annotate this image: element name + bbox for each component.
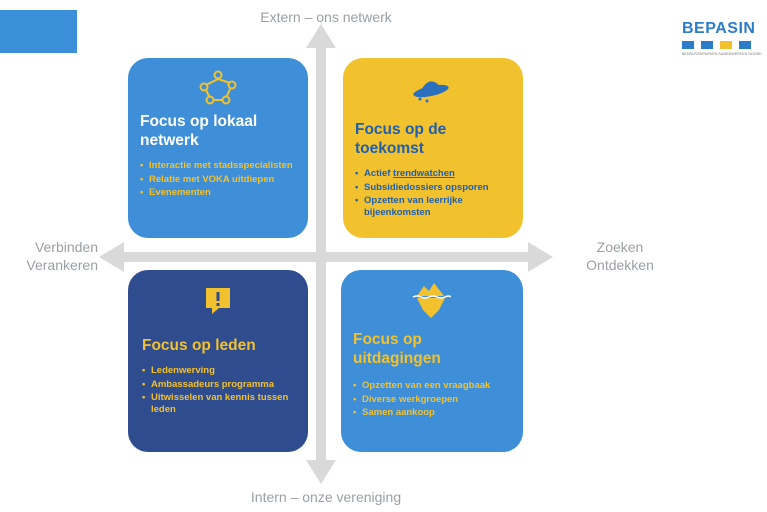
axis-label-left: Verbinden Verankeren [14,238,98,274]
axis-right-line2: Ontdekken [586,257,654,273]
axis-label-top: Extern – ons netwerk [260,9,392,25]
list-item: Diverse werkgroepen [353,394,513,406]
card-title-line1: Focus op lokaal [140,113,258,130]
list-item: Interactie met stadsspecialisten [140,160,298,172]
card-focus-leden: Focus op leden Ledenwerving Ambassadeurs… [128,270,308,452]
list-item-text: Actief [364,168,391,179]
right-arrow-head [528,242,553,272]
ufo-icon [413,81,449,103]
axis-left-line2: Verankeren [26,257,98,273]
list-item: Opzetten van een vraagbaak [353,380,513,392]
list-item: Actief trendwatchen [355,168,513,180]
up-arrow-head [306,24,336,48]
list-item: Ledenwerving [142,365,298,377]
axis-left-line1: Verbinden [34,239,98,255]
card-title-line2: uitdagingen [353,350,441,367]
logo-tagline: BEDRIJVENPARKEN SAMENWERKEN NOORD [682,52,762,56]
corner-accent-block [0,10,77,53]
down-arrow-head [306,460,336,484]
list-item: Samen aankoop [353,407,513,419]
trendwatchen-link-text: trendwatchen [393,168,455,179]
list-item: Relatie met VOKA uitdiepen [140,174,298,186]
iceberg-icon [412,283,451,318]
left-arrow-head [99,242,124,272]
logo-squares [682,41,762,49]
card-title-line2: netwerk [140,132,199,149]
axis-label-right: Zoeken Ontdekken [578,238,662,274]
list-item: Ambassadeurs programma [142,379,298,391]
card-title-line2: toekomst [355,140,424,157]
list-item: Evenementen [140,187,298,199]
list-item: Subsidiedossiers opsporen [355,182,513,194]
list-item: Opzetten van leerrijke bijeenkomsten [355,195,513,218]
axis-label-bottom: Intern – onze vereniging [250,489,402,505]
card-title-line1: Focus op [353,331,422,348]
card-focus-lokaal-netwerk: Focus op lokaal netwerk Interactie met s… [128,58,308,238]
card-title-line1: Focus op de [355,121,447,138]
logo-text: BEPASIN [682,20,756,37]
axis-right-line1: Zoeken [596,239,644,255]
list-item: Uitwisselen van kennis tussen leden [142,392,298,415]
card-focus-toekomst: Focus op de toekomst Actief trendwatchen… [343,58,523,238]
card-focus-uitdagingen: Focus op uitdagingen Opzetten van een vr… [341,270,523,452]
bepasin-logo: BEPASIN BEDRIJVENPARKEN SAMENWERKEN NOOR… [682,20,762,56]
alert-chat-icon [206,288,230,314]
network-people-icon [199,70,237,105]
horizontal-axis-line [120,252,530,262]
card-title-line1: Focus op leden [142,337,256,354]
